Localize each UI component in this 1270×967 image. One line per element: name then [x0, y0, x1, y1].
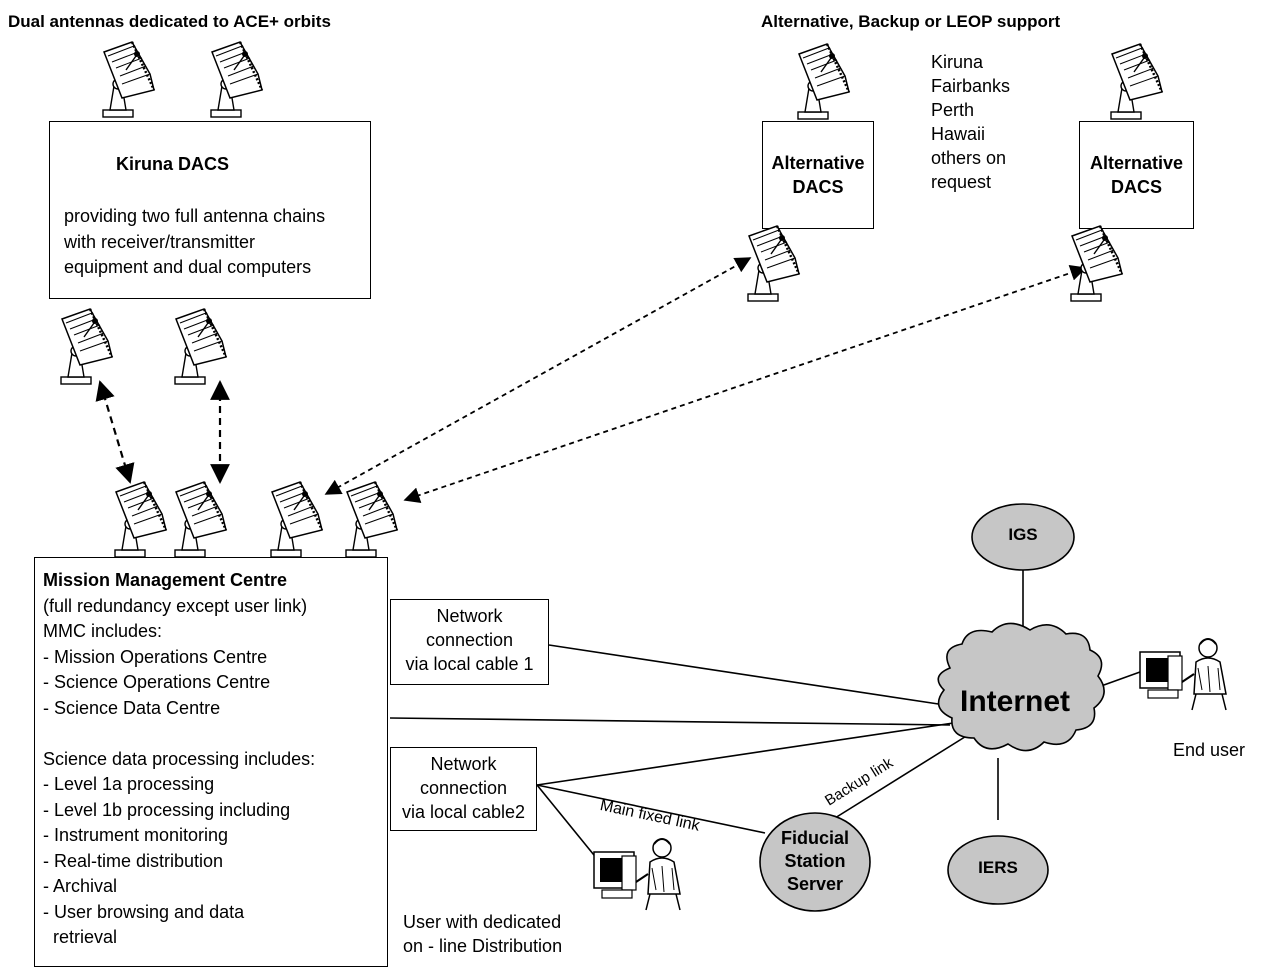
antenna-dish-icon — [795, 40, 855, 120]
fiducial-station-label: Fiducial Station Server — [780, 828, 849, 894]
kiruna-title: Kiruna DACS — [116, 154, 230, 174]
net2-to-user — [536, 784, 599, 861]
internet-label: Internet — [959, 685, 1070, 718]
station-list: Kiruna Fairbanks Perth Hawaii others on … — [931, 52, 1011, 192]
backup-link-line — [834, 734, 969, 819]
network-connection-1-box: Network connection via local cable 1 — [390, 599, 549, 685]
header-alternative-support: Alternative, Backup or LEOP support — [761, 12, 1061, 31]
antenna-dish-icon — [172, 305, 232, 385]
kiruna-description: providing two full antenna chains with r… — [64, 206, 326, 277]
kiruna-dacs-box: Kiruna DACS providing two full antenna c… — [49, 121, 371, 299]
network-connection-2-box: Network connection via local cable2 — [390, 747, 537, 831]
internet-cloud — [937, 622, 1105, 752]
antenna-dish-icon — [112, 478, 172, 558]
antenna-dish-icon — [58, 305, 118, 385]
iers-label: IERS — [978, 858, 1018, 877]
net1-to-internet — [548, 644, 946, 706]
net2-to-internet — [536, 721, 961, 786]
alt-dacs-1-line2: DACS — [792, 177, 844, 197]
alternative-dacs-box-2: Alternative DACS — [1079, 121, 1194, 229]
alternative-dacs-box-1: Alternative DACS — [762, 121, 874, 229]
igs-label: IGS — [1008, 525, 1038, 544]
dedicated-user-label: User with dedicated on - line Distributi… — [403, 912, 563, 956]
igs-node — [971, 503, 1075, 571]
antenna-dish-icon — [1108, 40, 1168, 120]
antenna-dish-icon — [343, 478, 403, 558]
antenna-dish-icon — [268, 478, 328, 558]
mission-management-centre-box: Mission Management Centre (full redundan… — [34, 557, 388, 967]
antenna-dish-icon — [172, 478, 232, 558]
mmc-to-internet — [389, 717, 951, 726]
end-user-label: End user — [1173, 740, 1246, 760]
alt-dacs-2-line2: DACS — [1110, 177, 1162, 197]
antenna-dish-icon — [100, 38, 160, 118]
antenna-dish-icon — [745, 222, 805, 302]
fiducial-node — [759, 812, 871, 912]
dedicated-user-icon — [592, 832, 692, 912]
end-user-icon — [1138, 632, 1238, 712]
alt-dacs-2-line1: Alternative — [1089, 153, 1184, 173]
iers-node — [947, 835, 1049, 905]
antenna-dish-icon — [1068, 222, 1128, 302]
radio-link-1 — [95, 380, 135, 484]
radio-link-3 — [324, 257, 752, 495]
antenna-dish-icon — [208, 38, 268, 118]
alt-dacs-1-line1: Alternative — [771, 153, 865, 173]
mmc-title: Mission Management Centre — [43, 570, 288, 590]
radio-link-4 — [403, 265, 1087, 503]
header-dedicated-antennas: Dual antennas dedicated to ACE+ orbits — [8, 12, 331, 31]
main-fixed-link-line — [536, 784, 766, 834]
mmc-text: Mission Management Centre (full redundan… — [43, 570, 316, 947]
